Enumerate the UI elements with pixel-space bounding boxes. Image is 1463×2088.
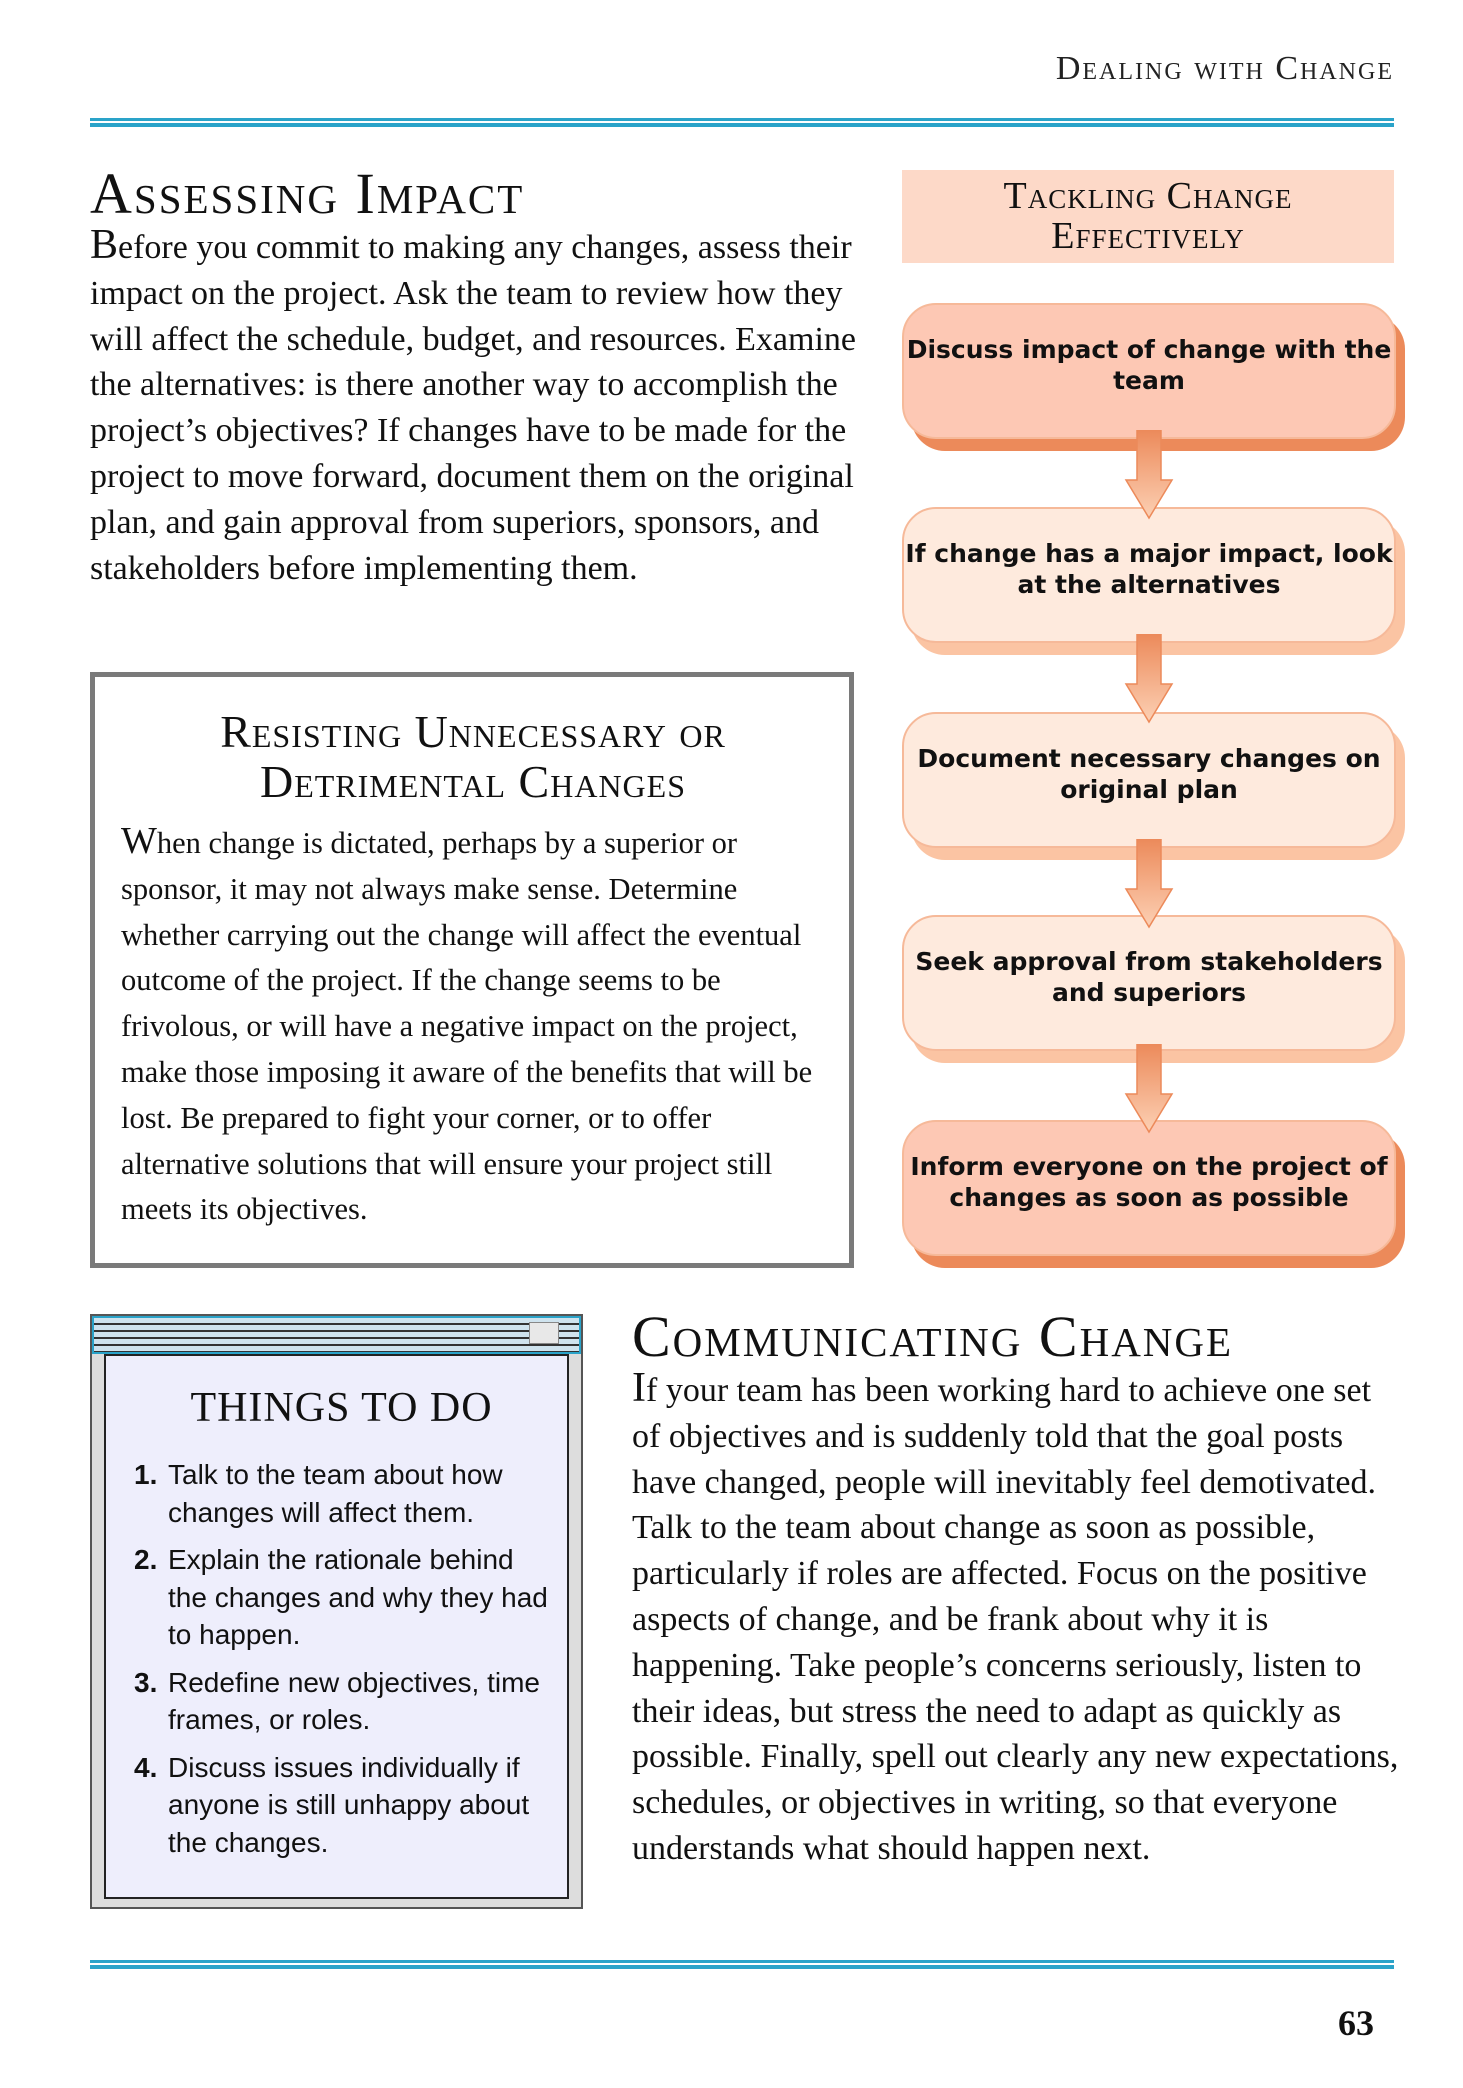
- flow-step: If change has a major impact, look at th…: [902, 507, 1396, 643]
- window-title-bar: [92, 1316, 581, 1354]
- drop-cap: B: [90, 222, 119, 268]
- box-title: Resisting Unnecessary or Detrimental Cha…: [220, 706, 726, 807]
- down-arrow-icon: [1124, 634, 1174, 724]
- section-body: Before you commit to making any changes,…: [90, 222, 856, 587]
- list-item: 3.Redefine new objectives, time frames, …: [134, 1666, 540, 1736]
- assessing-impact-section: Assessing Impact Before you commit to ma…: [90, 165, 860, 591]
- flow-step: Discuss impact of change with the team: [902, 303, 1396, 439]
- running-head: Dealing with Change: [1055, 50, 1394, 87]
- window-zoom-button: [529, 1322, 559, 1344]
- list-item: 1.Talk to the team about how changes wil…: [134, 1459, 503, 1528]
- flow-step: Inform everyone on the project of change…: [902, 1120, 1396, 1256]
- flow-step: Document necessary changes on original p…: [902, 712, 1396, 848]
- section-title: Assessing Impact: [90, 161, 525, 226]
- bottom-rule: [90, 1960, 1394, 1969]
- resisting-changes-box: Resisting Unnecessary or Detrimental Cha…: [90, 672, 854, 1268]
- todo-list: 1.Talk to the team about how changes wil…: [134, 1456, 549, 1861]
- page-number: 63: [1338, 2003, 1374, 2043]
- things-to-do-window: THINGS TO DO 1.Talk to the team about ho…: [90, 1314, 583, 1909]
- down-arrow-icon: [1124, 430, 1174, 520]
- flow-title: Tackling Change Effectively: [902, 170, 1394, 263]
- down-arrow-icon: [1124, 839, 1174, 929]
- flow-step: Seek approval from stakeholders and supe…: [902, 915, 1396, 1051]
- todo-title: THINGS TO DO: [190, 1385, 493, 1431]
- communicating-change-section: Communicating Change If your team has be…: [632, 1308, 1402, 1872]
- box-body: When change is dictated, perhaps by a su…: [121, 820, 813, 1227]
- down-arrow-icon: [1124, 1044, 1174, 1134]
- drop-cap: W: [121, 820, 157, 862]
- drop-cap: I: [632, 1365, 646, 1411]
- list-item: 4.Discuss issues individually if anyone …: [134, 1751, 530, 1858]
- section-title: Communicating Change: [632, 1304, 1234, 1369]
- top-rule: [90, 118, 1394, 127]
- section-body: If your team has been working hard to ac…: [632, 1365, 1399, 1867]
- list-item: 2.Explain the rationale behind the chang…: [134, 1544, 548, 1650]
